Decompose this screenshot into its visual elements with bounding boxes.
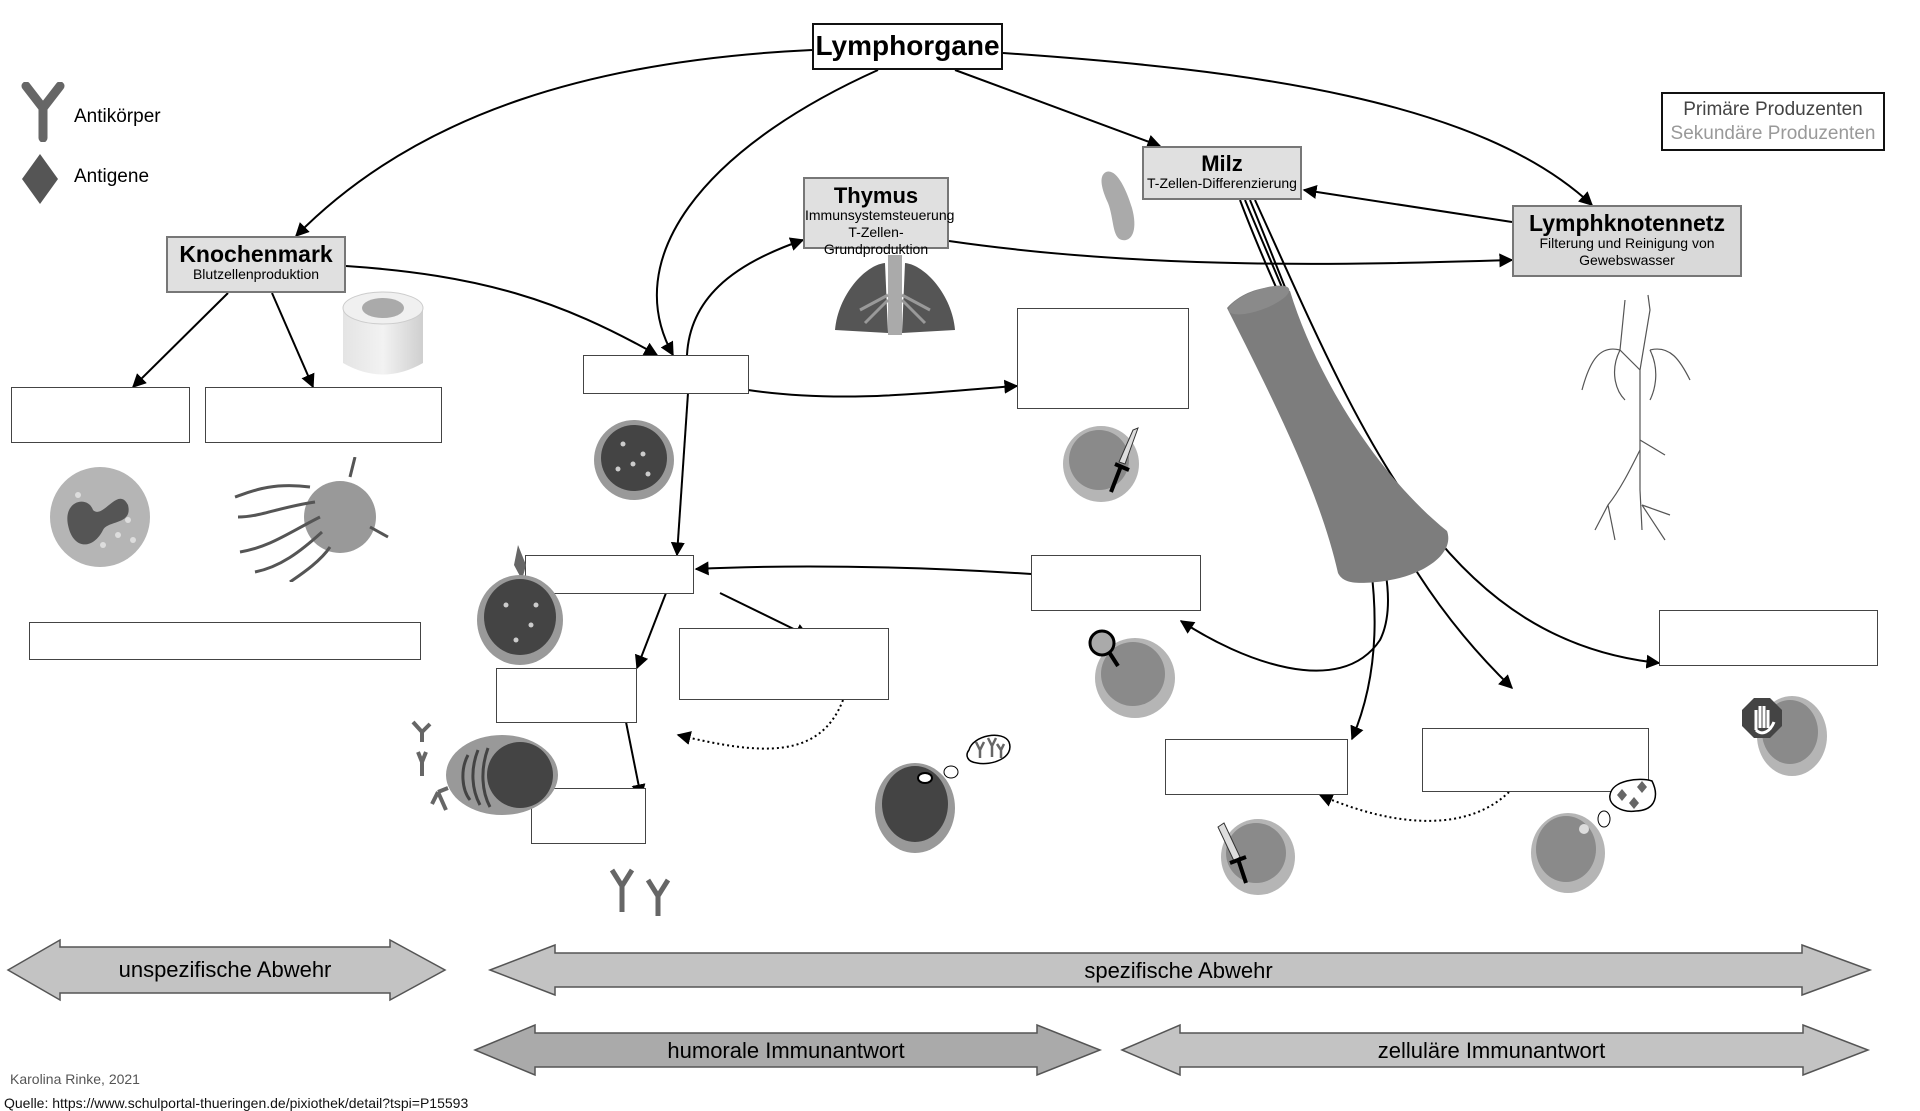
antibody-label: Antikörper [74,106,161,127]
secondary-producers-label: Sekundäre Produzenten [1670,123,1876,144]
arrow-lymphorgane-middle [655,69,879,357]
granulocyte-icon [50,467,150,567]
arrow-dotted-cellular [1318,791,1510,822]
milz-title: Milz [1201,151,1243,176]
bar-unspecific-label: unspezifische Abwehr [118,957,332,982]
spleen-icon [1101,171,1135,241]
blank-box-memory-b[interactable] [679,628,889,700]
thymus-line1: Immunsystemsteuerung [805,207,955,224]
primary-producers-label: Primäre Produzenten [1683,99,1863,120]
blank-box-1[interactable] [11,387,190,443]
arrow-lymphorgane-knochenmark [295,49,813,237]
page-title: Lymphorgane [815,30,1000,61]
lymphocyte-icon [594,420,674,500]
memory-b-cell-icon [875,734,1011,853]
arrow-plasma-down [625,721,646,799]
arrow-b-to-left [635,592,667,670]
killer-cell-sword-icon [1063,426,1139,502]
bar-humoral-label: humorale Immunantwort [667,1038,905,1063]
thymus-line2: T-Zellen-Grundproduktion [823,223,929,257]
blank-box-memory-t[interactable] [1422,728,1649,792]
antigen-label: Antigene [74,166,150,187]
blank-box-cytotoxic[interactable] [1165,739,1348,795]
blank-box-antibodies[interactable] [531,788,646,844]
memory-t-cell-icon [1531,778,1657,893]
lungs-thymus-icon [835,255,955,335]
plasma-cell-icon [411,720,558,815]
cytotoxic-cell-sword-icon [1217,819,1295,895]
arrow-lymphknoten-milz [1302,184,1513,223]
arrow-lymphorgane-milz [954,69,1162,149]
source-link[interactable]: Quelle: https://www.schulportal-thuering… [4,1095,469,1111]
bone-icon [1227,285,1449,583]
title-box: Lymphorgane [812,23,1003,70]
bar-specific-shape [487,943,1873,997]
blank-box-helper[interactable] [1031,555,1201,611]
antibody-icon [21,82,65,142]
producers-legend: Primäre Produzenten Sekundäre Produzente… [1661,92,1885,151]
lymphknotennetz-line2: Gewebswasser [1579,251,1675,268]
bar-specific-label: spezifische Abwehr [1084,958,1273,983]
blank-box-unspecific[interactable] [29,622,421,660]
author-credit: Karolina Rinke, 2021 [10,1071,140,1087]
macrophage-icon [234,457,389,582]
blank-box-b-cell[interactable] [525,555,694,594]
bar-humoral-shape [473,1023,1103,1077]
arrow-knochenmark-box2 [271,292,315,389]
blank-box-2[interactable] [205,387,442,443]
arrow-knochenmark-middle [345,265,659,356]
arrow-dotted-humoral [676,699,844,750]
lymphknotennetz-box: Lymphknotennetz Filterung und Reinigung … [1512,205,1742,277]
blank-box-right-top[interactable] [1017,308,1189,409]
arrow-lymphorgane-lymphknoten [1002,52,1594,206]
blank-box-suppressor[interactable] [1659,610,1878,666]
lymphknotennetz-line1: Filterung und Reinigung von [1539,235,1715,252]
b-cell-antigen-icon [477,545,563,665]
milz-subtitle: T-Zellen-Differenzierung [1147,175,1297,192]
knochenmark-title: Knochenmark [179,241,333,267]
bone-marrow-icon [342,291,424,375]
antigen-icon [22,154,58,204]
thymus-box: Thymus Immunsystemsteuerung T-Zellen-Gru… [803,177,955,257]
arrow-thymus-lymphknoten [948,240,1514,268]
arrow-middle-down [670,392,689,557]
thymus-title: Thymus [833,183,919,208]
lymph-network-icon [1581,294,1691,541]
antibodies-icon [609,868,671,916]
milz-box: Milz T-Zellen-Differenzierung [1142,146,1302,200]
blank-box-plasma[interactable] [496,668,637,723]
arrow-knochenmark-box1 [132,292,229,388]
bar-unspecific-shape [6,938,447,1002]
bar-cellular-shape [1120,1023,1871,1077]
arrow-middle-thymus [686,237,805,356]
bar-cellular-label: zelluläre Immunantwort [1377,1038,1606,1063]
blank-box-middle[interactable] [583,355,749,394]
lymphknotennetz-title: Lymphknotennetz [1529,210,1725,236]
arrow-middle-rightbox [747,379,1019,398]
helper-cell-magnifier-icon [1088,629,1175,718]
knochenmark-box: Knochenmark Blutzellenproduktion [166,236,346,293]
arrow-box-left [694,561,1048,576]
knochenmark-subtitle: Blutzellenproduktion [192,266,320,283]
suppressor-cell-stop-hand-icon [1742,696,1827,776]
